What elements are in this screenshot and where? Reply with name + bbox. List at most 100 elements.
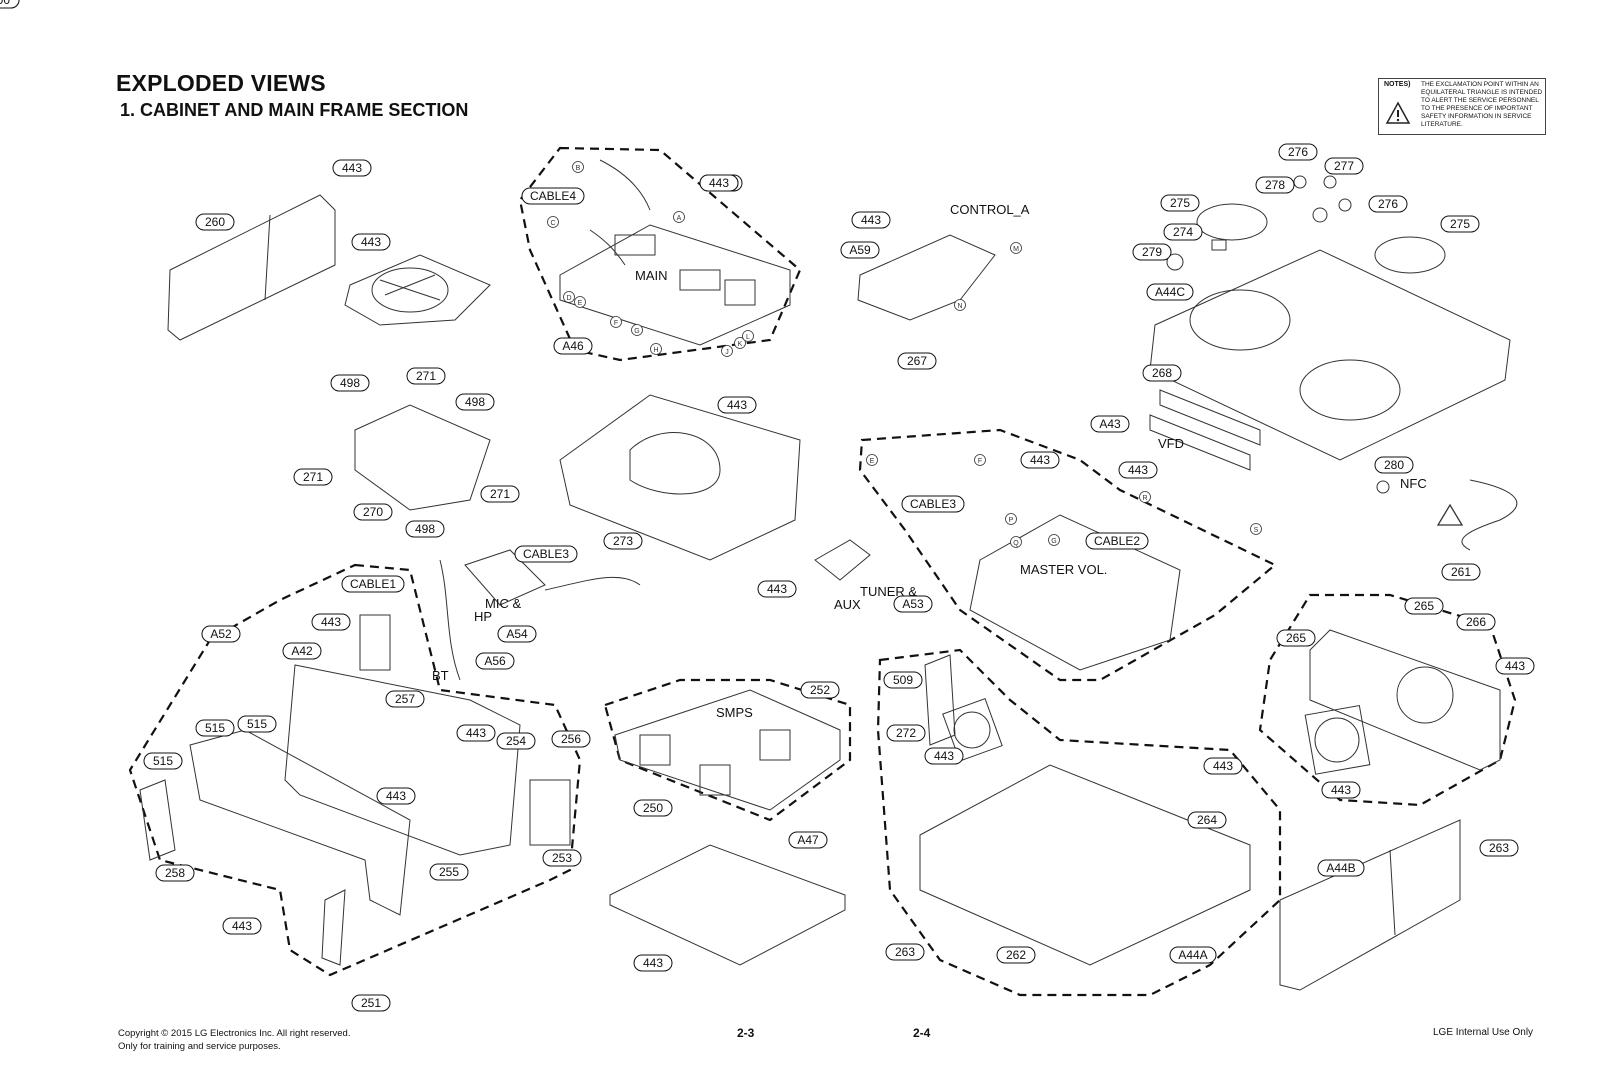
svg-text:278: 278 — [1265, 178, 1285, 192]
part-label-a52: A52 — [201, 625, 241, 643]
connector-letter-e: E — [866, 454, 878, 466]
warning-triangle-icon — [1436, 503, 1464, 526]
part-label-255: 255 — [429, 863, 469, 881]
svg-text:M: M — [1013, 246, 1019, 253]
svg-text:F: F — [978, 458, 982, 465]
text-label-smps: SMPS — [716, 705, 753, 720]
svg-text:276: 276 — [1288, 145, 1308, 159]
part-label-515: 515 — [237, 715, 277, 733]
part-label-265: 265 — [1276, 629, 1316, 647]
part-270-bracket — [354, 404, 491, 511]
svg-text:277: 277 — [1334, 159, 1354, 173]
part-label-257: 257 — [385, 690, 425, 708]
svg-text:498: 498 — [340, 376, 360, 390]
connector-letter-g: G — [1048, 534, 1060, 546]
part-label-272: 272 — [886, 724, 926, 742]
part-label-276: 276 — [1278, 143, 1318, 161]
svg-text:262: 262 — [1006, 948, 1026, 962]
svg-text:F: F — [614, 320, 618, 327]
svg-text:258: 258 — [165, 866, 185, 880]
part-label-271: 271 — [293, 468, 333, 486]
part-label-270: 270 — [353, 503, 393, 521]
part-272-plate — [609, 844, 846, 966]
svg-text:K: K — [738, 341, 743, 348]
part-label-280: 280 — [1374, 456, 1414, 474]
part-258 — [529, 779, 571, 846]
connector-letter-h: H — [650, 343, 662, 355]
connector-letter-g: G — [631, 324, 643, 336]
svg-text:A42: A42 — [291, 644, 313, 658]
part-264 — [924, 654, 956, 746]
svg-text:443: 443 — [321, 615, 341, 629]
svg-text:A53: A53 — [902, 597, 924, 611]
svg-text:A44B: A44B — [1326, 861, 1355, 875]
copyright-line-1: Copyright © 2015 LG Electronics Inc. All… — [118, 1028, 351, 1039]
text-label-tuner-: TUNER & — [860, 584, 917, 599]
part-label-a56: A56 — [475, 652, 515, 670]
text-label-main: MAIN — [635, 268, 668, 283]
part-label-443: 443 — [699, 174, 739, 192]
svg-text:G: G — [634, 328, 639, 335]
part-label-498: 498 — [330, 374, 370, 392]
svg-text:A54: A54 — [506, 627, 528, 641]
svg-text:260: 260 — [205, 215, 225, 229]
connector-letter-e: E — [574, 296, 586, 308]
part-label-a54: A54 — [497, 625, 537, 643]
outline-master-vol — [858, 428, 1278, 682]
part-label-271: 271 — [406, 367, 446, 385]
outline-front-assembly — [128, 563, 582, 977]
part-label-443: 443 — [924, 747, 964, 765]
svg-text:A: A — [677, 215, 682, 222]
part-label-498: 498 — [405, 520, 445, 538]
part-label-261: 261 — [1441, 563, 1481, 581]
part-label-300: 300 — [0, 0, 20, 9]
part-label-a44a: A44A — [1169, 946, 1217, 964]
svg-text:A59: A59 — [849, 243, 871, 257]
svg-text:CABLE4: CABLE4 — [530, 189, 576, 203]
svg-text:273: 273 — [613, 534, 633, 548]
part-main-board — [559, 224, 791, 346]
svg-text:443: 443 — [361, 235, 381, 249]
part-label-254: 254 — [496, 732, 536, 750]
svg-text:CABLE1: CABLE1 — [350, 577, 396, 591]
part-263-fan — [942, 698, 1003, 762]
svg-text:443: 443 — [386, 789, 406, 803]
part-label-262: 262 — [996, 946, 1036, 964]
svg-text:J: J — [725, 349, 729, 356]
part-label-cable3: CABLE3 — [901, 495, 965, 513]
part-251 — [139, 779, 176, 861]
group-outlines — [128, 146, 1517, 997]
svg-text:D: D — [566, 295, 571, 302]
part-label-443: 443 — [717, 396, 757, 414]
connector-letter-p: P — [1005, 513, 1017, 525]
svg-text:272: 272 — [896, 726, 916, 740]
part-label-a59: A59 — [840, 241, 880, 259]
part-label-498: 498 — [455, 393, 495, 411]
svg-text:271: 271 — [303, 470, 323, 484]
part-253-frame — [189, 729, 411, 916]
part-label-443: 443 — [222, 917, 262, 935]
copyright-line-2: Only for training and service purposes. — [118, 1041, 281, 1052]
svg-text:443: 443 — [232, 919, 252, 933]
part-label-509: 509 — [883, 671, 923, 689]
part-label-a53: A53 — [893, 595, 933, 613]
part-label-443: 443 — [757, 580, 797, 598]
text-label-aux: AUX — [834, 597, 861, 612]
warning-triangle-icon — [1385, 101, 1411, 124]
connector-letter-l: L — [742, 330, 754, 342]
part-label-a43: A43 — [1090, 415, 1130, 433]
svg-text:H: H — [653, 347, 658, 354]
part-label-cable4: CABLE4 — [521, 187, 585, 205]
connector-letter-r: R — [1139, 491, 1151, 503]
part-label-a47: A47 — [788, 831, 828, 849]
svg-text:443: 443 — [1505, 659, 1525, 673]
svg-text:B: B — [576, 165, 581, 172]
svg-text:271: 271 — [490, 487, 510, 501]
svg-text:498: 498 — [415, 522, 435, 536]
svg-text:A56: A56 — [484, 654, 506, 668]
notes-text: THE EXCLAMATION POINT WITHIN AN EQUILATE… — [1421, 81, 1543, 128]
svg-text:A43: A43 — [1099, 417, 1121, 431]
part-label-cable1: CABLE1 — [341, 575, 405, 593]
svg-text:515: 515 — [153, 754, 173, 768]
